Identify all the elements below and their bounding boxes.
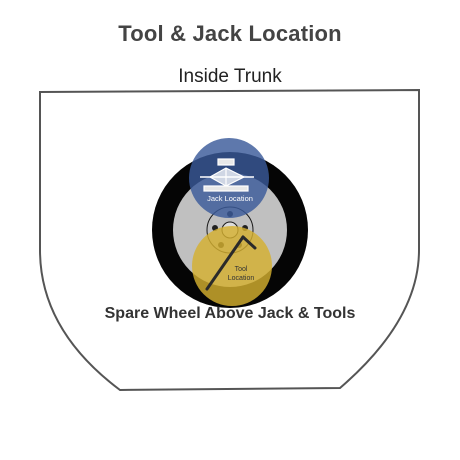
trunk-subtitle: Inside Trunk — [178, 66, 282, 87]
tool-location-label: Tool Location — [211, 265, 271, 283]
scissor-jack-icon — [200, 158, 254, 192]
spare-wheel-caption: Spare Wheel Above Jack & Tools — [104, 305, 356, 322]
trunk-outline — [39, 88, 420, 392]
page-title: Tool & Jack Location — [118, 21, 342, 46]
jack-location-label: Jack Location — [207, 194, 253, 203]
tool-label-line-1: Tool — [234, 266, 248, 273]
lug-wrench-icon — [205, 235, 257, 291]
tool-label-line-2: Location — [227, 275, 255, 282]
